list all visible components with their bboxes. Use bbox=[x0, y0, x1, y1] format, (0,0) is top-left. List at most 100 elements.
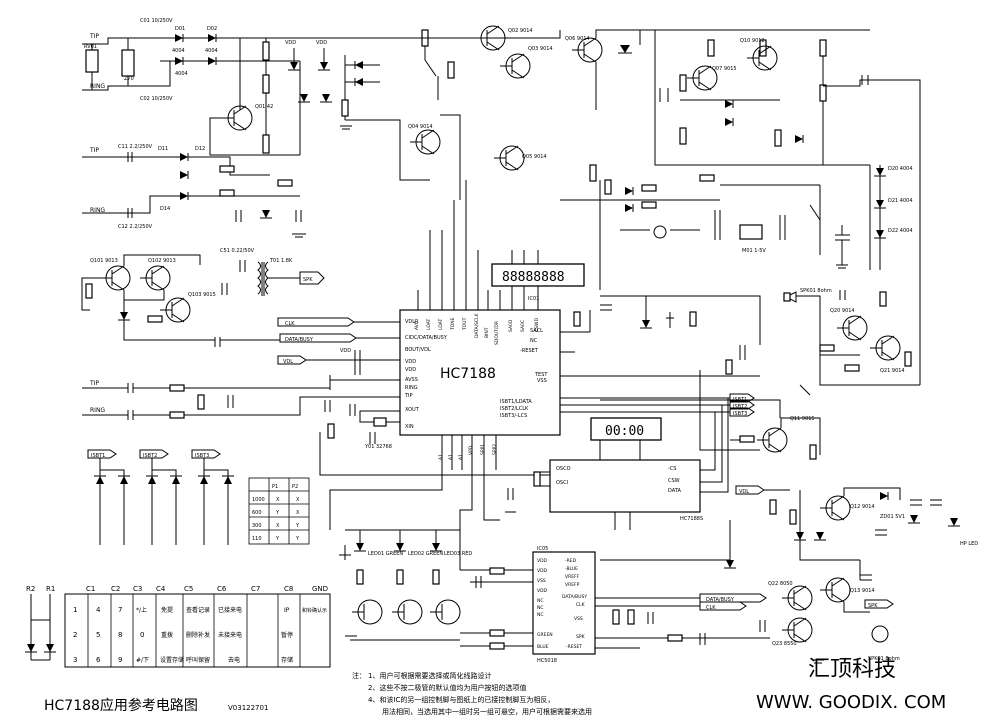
svg-text:XIN: XIN bbox=[405, 424, 414, 430]
transistor-q11: Q11 9015 bbox=[757, 416, 815, 453]
svg-text:Q23 8550: Q23 8550 bbox=[772, 641, 797, 647]
svg-text:9: 9 bbox=[118, 656, 122, 664]
svg-text:X: X bbox=[296, 497, 300, 503]
svg-text:设置存储: 设置存储 bbox=[160, 656, 184, 664]
svg-text:ISBT1/LDATA: ISBT1/LDATA bbox=[500, 399, 532, 405]
svg-text:Q03 9014: Q03 9014 bbox=[528, 46, 553, 52]
svg-text:A1: A1 bbox=[448, 454, 454, 460]
ic-m01 bbox=[739, 224, 763, 240]
svg-text:CSWD: CSWD bbox=[534, 318, 540, 332]
svg-text:AVSS: AVSS bbox=[405, 377, 418, 383]
svg-text:BINT: BINT bbox=[484, 327, 490, 338]
svg-text:T01 1.8K: T01 1.8K bbox=[269, 258, 293, 264]
svg-text:C4: C4 bbox=[156, 585, 166, 593]
svg-text:SPK01 8ohm: SPK01 8ohm bbox=[868, 656, 900, 662]
svg-text:用法相同，当选用其中一组时另一组可悬空，用户可根据需要来选用: 用法相同，当选用其中一组时另一组可悬空，用户可根据需要来选用 bbox=[382, 707, 592, 716]
hc7188s-chip bbox=[549, 459, 701, 513]
lcd-8digit: 88888888 bbox=[491, 263, 585, 287]
svg-text:存储: 存储 bbox=[281, 656, 293, 664]
svg-text:LED02 GREEN: LED02 GREEN bbox=[408, 551, 443, 557]
svg-text:免提: 免提 bbox=[161, 606, 173, 614]
svg-text:600: 600 bbox=[252, 510, 262, 516]
svg-text:7: 7 bbox=[118, 606, 122, 614]
hook-switch bbox=[421, 29, 455, 100]
svg-text:ISBT3/-LCS: ISBT3/-LCS bbox=[500, 413, 527, 419]
svg-text:SPK: SPK bbox=[576, 634, 586, 640]
transistor-q23: Q23 8550 bbox=[772, 617, 813, 647]
transistor-q13: Q13 9014 bbox=[820, 577, 875, 603]
svg-text:-RED: -RED bbox=[565, 558, 577, 564]
keypad: R2 R1 C1 C2 C3 C4 C5 C6 C7 C8 GND 1 bbox=[25, 585, 331, 668]
svg-text:C2: C2 bbox=[111, 585, 120, 593]
svg-text:Q07 9015: Q07 9015 bbox=[712, 66, 737, 72]
transistor-q12: Q12 9014 bbox=[820, 495, 875, 521]
transistor-q103: Q103 9015 bbox=[160, 292, 216, 323]
transistor-q01: Q01 42 bbox=[222, 104, 273, 131]
svg-text:D11: D11 bbox=[158, 146, 168, 152]
lcd-digits: 88888888 bbox=[502, 270, 565, 285]
svg-text:HC7188S: HC7188S bbox=[680, 516, 703, 522]
transistor-q06: Q06 9014 bbox=[565, 36, 603, 63]
varistor bbox=[85, 49, 99, 73]
crystal-y01 bbox=[373, 417, 387, 427]
svg-text:Q13 9014: Q13 9014 bbox=[850, 588, 875, 594]
lcd-driver: 00:00 OSCO OSCI -CS CSW DATA HC7188S bbox=[505, 398, 729, 530]
svg-text:D20 4004: D20 4004 bbox=[888, 166, 913, 172]
brand-url: WWW. GOODIX. COM bbox=[756, 692, 946, 713]
svg-text:Y01 32768: Y01 32768 bbox=[364, 444, 392, 450]
svg-text:Q102 9013: Q102 9013 bbox=[148, 258, 176, 264]
svg-text:VDD: VDD bbox=[285, 40, 296, 46]
svg-text:已接来电: 已接来电 bbox=[218, 606, 242, 614]
svg-text:LED03 RED: LED03 RED bbox=[444, 551, 472, 557]
bridge-rectifier-1: D01 D02 4004 4004 4004 bbox=[160, 26, 240, 87]
svg-text:C8: C8 bbox=[284, 585, 293, 593]
svg-text:D14: D14 bbox=[160, 206, 170, 212]
svg-text:D12: D12 bbox=[195, 146, 205, 152]
svg-text:SDOUT/DR: SDOUT/DR bbox=[494, 321, 500, 345]
svg-text:NC: NC bbox=[537, 612, 544, 618]
svg-text:C6: C6 bbox=[217, 585, 227, 593]
svg-text:ISBT1: ISBT1 bbox=[91, 453, 105, 459]
status-leds: LED01 GREEN LED02 GREEN LED03 RED bbox=[339, 529, 472, 641]
svg-text:P2: P2 bbox=[292, 484, 298, 490]
svg-text:D02: D02 bbox=[207, 26, 217, 32]
svg-text:*/上: */上 bbox=[136, 606, 147, 614]
svg-text:3: 3 bbox=[73, 656, 77, 664]
svg-text:DATA/BUSY: DATA/BUSY bbox=[562, 594, 587, 600]
svg-text:OSCO: OSCO bbox=[556, 466, 571, 472]
svg-text:C02 10/250V: C02 10/250V bbox=[140, 96, 173, 102]
svg-text:SPK01 8ohm: SPK01 8ohm bbox=[800, 288, 832, 294]
hc5018-chip bbox=[532, 551, 596, 655]
svg-text:C11 2.2/250V: C11 2.2/250V bbox=[118, 144, 153, 150]
svg-text:110: 110 bbox=[252, 536, 262, 542]
svg-text:Q20 9014: Q20 9014 bbox=[830, 308, 855, 314]
transistor-q102: Q102 9013 bbox=[140, 258, 176, 291]
svg-text:LOAT: LOAT bbox=[438, 318, 444, 330]
ring-label-3: RING bbox=[90, 407, 105, 414]
svg-text:Q22 8050: Q22 8050 bbox=[768, 581, 793, 587]
line-input-3: TIP RING bbox=[82, 379, 400, 420]
top-resistor-array: VDD VDD bbox=[262, 38, 380, 154]
svg-text:VDD: VDD bbox=[405, 367, 416, 373]
zener-z70 bbox=[121, 49, 135, 77]
svg-text:SACL: SACL bbox=[530, 328, 543, 334]
svg-text:Q101 9013: Q101 9013 bbox=[90, 258, 118, 264]
svg-text:VDD: VDD bbox=[405, 359, 416, 365]
brand-cn: 汇顶科技 bbox=[808, 657, 896, 682]
svg-text:Q21 9014: Q21 9014 bbox=[880, 368, 905, 374]
tip-label-1: TIP bbox=[89, 33, 99, 40]
svg-text:D21 4004: D21 4004 bbox=[888, 198, 913, 204]
transistor-q10: Q10 9012 bbox=[740, 38, 778, 71]
transistor-q04: Q04 9014 bbox=[408, 124, 441, 155]
svg-text:Q11 9015: Q11 9015 bbox=[790, 416, 815, 422]
transistor-q05: Q05 9014 bbox=[494, 145, 547, 171]
svg-text:ISBT2: ISBT2 bbox=[143, 453, 157, 459]
svg-text:注：: 注： bbox=[352, 671, 366, 680]
reset-section bbox=[573, 295, 761, 377]
clock-display: 00:00 bbox=[605, 424, 644, 439]
transistor-q101: Q101 9013 bbox=[90, 258, 131, 291]
svg-text:NC: NC bbox=[537, 605, 544, 611]
svg-text:IP: IP bbox=[284, 607, 290, 614]
svg-text:CSW: CSW bbox=[668, 478, 680, 484]
svg-text:ISBT2: ISBT2 bbox=[733, 404, 747, 410]
